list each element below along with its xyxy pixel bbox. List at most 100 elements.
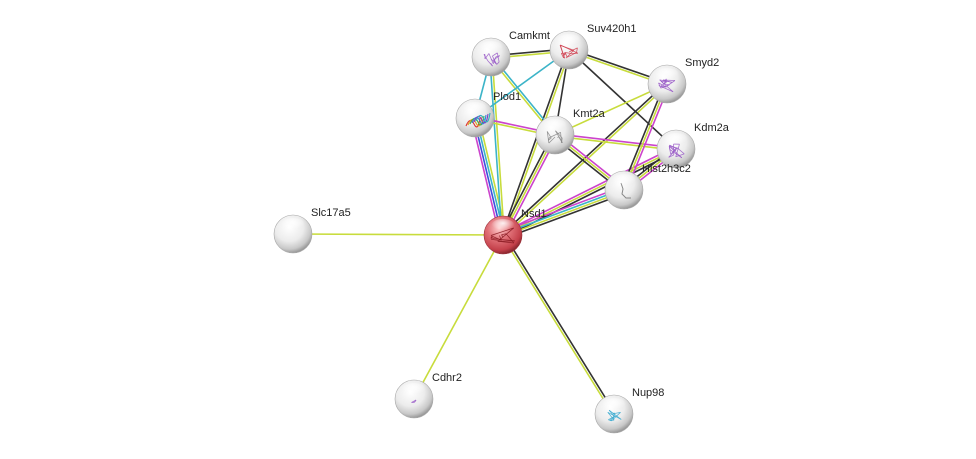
- node-nsd1[interactable]: Nsd1: [483, 208, 547, 255]
- structure-strand: [612, 412, 615, 419]
- node-label: Slc17a5: [311, 207, 351, 219]
- structure-strand: [547, 137, 550, 141]
- structure-strand: [475, 112, 491, 123]
- structure-strand: [565, 52, 568, 58]
- node-label: Smyd2: [685, 57, 719, 69]
- node-hist2h3c2[interactable]: Hist2h3c2: [604, 163, 691, 210]
- structure-strand: [676, 147, 679, 150]
- structure-strand: [467, 116, 483, 127]
- structure-strand: [677, 148, 685, 155]
- node-label: Camkmt: [509, 30, 550, 42]
- edge-nsd1-nup98[interactable]: [501, 233, 616, 416]
- node-highlight: [402, 383, 426, 397]
- edge-line-textmining: [554, 83, 668, 136]
- node-highlight: [281, 218, 305, 232]
- edge-line-coexpression: [503, 233, 616, 415]
- edge-line-textmining: [501, 234, 614, 416]
- edge-line-textmining: [413, 234, 504, 400]
- node-kmt2a[interactable]: Kmt2a: [535, 108, 606, 155]
- edge-line-cooccurrence: [473, 117, 503, 237]
- structure-strand: [660, 85, 667, 88]
- edge-nsd1-camkmt[interactable]: [489, 56, 505, 236]
- structure-strand: [501, 234, 504, 238]
- node-label: Kmt2a: [573, 108, 606, 120]
- structure-strand: [483, 54, 489, 62]
- structure-strand: [488, 53, 494, 64]
- edge-line-database: [501, 188, 625, 235]
- structure-strand: [668, 148, 678, 158]
- structure-strand: [414, 399, 417, 403]
- structure-strand: [495, 55, 500, 58]
- structure-strand: [490, 235, 502, 241]
- structure-strand: [548, 136, 556, 144]
- node-highlight: [612, 174, 636, 188]
- node-slc17a5[interactable]: Slc17a5: [273, 207, 351, 254]
- edge-suv420h1-plod1[interactable]: [474, 49, 570, 119]
- structure-strand: [549, 131, 561, 138]
- node-highlight: [463, 102, 487, 116]
- edge-line-coexpression: [568, 49, 677, 150]
- structure-strand: [564, 52, 572, 54]
- structure-strand: [565, 49, 575, 59]
- node-highlight: [655, 68, 679, 82]
- structure-strand: [611, 412, 621, 422]
- structure-strand: [493, 238, 515, 242]
- structure-strand: [607, 412, 615, 421]
- edge-line-textmining: [477, 116, 508, 235]
- structure-strand: [499, 235, 502, 241]
- edge-line-database: [474, 49, 570, 119]
- structure-strand: [608, 419, 612, 422]
- edge-smyd2-kmt2a[interactable]: [554, 83, 668, 136]
- structure-strand: [473, 113, 489, 124]
- structure-strand: [505, 233, 515, 244]
- structure-strand: [471, 114, 487, 125]
- node-suv420h1[interactable]: Suv420h1: [549, 23, 637, 70]
- edge-nsd1-cdhr2[interactable]: [413, 234, 504, 400]
- node-nup98[interactable]: Nup98: [594, 387, 664, 434]
- edge-line-textmining: [502, 190, 626, 237]
- edge-kmt2a-kdm2a[interactable]: [554, 133, 677, 151]
- edge-nsd1-hist2h3c2[interactable]: [500, 185, 627, 240]
- structure-strand: [493, 59, 497, 65]
- structure-strand: [491, 238, 499, 241]
- edge-line-experiments: [501, 146, 676, 234]
- edge-line-textmining: [292, 233, 504, 236]
- structure-strand: [490, 62, 493, 67]
- edge-line-textmining: [554, 135, 677, 151]
- structure-strand: [492, 56, 497, 64]
- node-label: Hist2h3c2: [642, 163, 691, 175]
- structure-strand: [658, 85, 674, 93]
- edge-nsd1-plod1[interactable]: [470, 116, 508, 237]
- structure-strand: [557, 136, 559, 138]
- edge-suv420h1-kdm2a[interactable]: [568, 49, 677, 150]
- node-label: Suv420h1: [587, 23, 637, 35]
- node-kdm2a[interactable]: Kdm2a: [656, 122, 730, 169]
- structure-strand: [576, 47, 578, 53]
- structure-strand: [560, 53, 564, 59]
- edge-line-database: [475, 116, 505, 236]
- node-label: Nup98: [632, 387, 664, 399]
- structure-strand: [670, 147, 677, 155]
- node-plod1[interactable]: Plod1: [455, 91, 521, 138]
- structure-strand: [660, 80, 674, 93]
- node-label: Kdm2a: [694, 122, 730, 134]
- structure-strand: [668, 146, 672, 155]
- node-smyd2[interactable]: Smyd2: [647, 57, 719, 104]
- node-highlight: [543, 119, 567, 133]
- edge-nsd1-slc17a5[interactable]: [292, 233, 504, 236]
- structure-strand: [496, 61, 500, 65]
- node-highlight: [491, 219, 515, 233]
- structure-strand: [558, 136, 563, 143]
- node-label: Plod1: [493, 91, 521, 103]
- node-camkmt[interactable]: Camkmt: [471, 30, 550, 77]
- edge-line-experiments: [500, 185, 624, 233]
- node-label: Cdhr2: [432, 372, 462, 384]
- structure-strand: [675, 153, 685, 158]
- edge-nsd1-suv420h1[interactable]: [501, 48, 571, 237]
- structure-strand: [411, 399, 417, 403]
- node-highlight: [557, 34, 581, 48]
- edge-line-coexpression: [501, 48, 569, 236]
- node-cdhr2[interactable]: Cdhr2: [394, 372, 462, 419]
- structure-strand: [664, 83, 670, 86]
